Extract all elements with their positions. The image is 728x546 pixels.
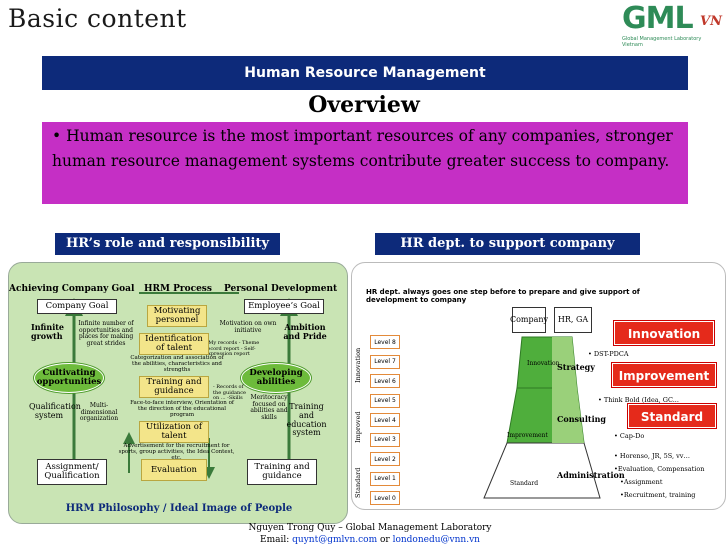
col-process-label: HRM Process (144, 284, 212, 294)
records-note: - My records - Theme record report - Sel… (205, 340, 260, 357)
categorization-note: Categorization and association of the ab… (130, 355, 224, 374)
level-item: Level 6 (370, 374, 400, 388)
improvement-label: Improvement (612, 363, 716, 387)
meritocracy-note: Meritocracy focused on abilities and ski… (250, 394, 288, 421)
footer-or: or (377, 535, 393, 545)
pyramid-improvement: Improvement (507, 432, 548, 439)
footer-email-2[interactable]: londonedu@vnn.vn (392, 535, 480, 545)
logo-text: GML (622, 1, 694, 36)
hr-ga-tab: HR, GA (554, 307, 592, 333)
overview-heading: Overview (308, 92, 420, 118)
company-goal-box: Company Goal (37, 299, 117, 314)
pyramid-standard: Standard (510, 480, 539, 487)
pyramid-administration: Administration (557, 470, 625, 480)
hrm-banner: Human Resource Management (42, 56, 688, 90)
philosophy-label: HRM Philosophy / Ideal Image of People (65, 503, 293, 514)
footer: Nguyen Trong Quy – Global Management Lab… (200, 522, 540, 546)
infinite-growth-label: Infinite growth (31, 322, 65, 341)
training-guidance-side-box: Training and guidance (247, 459, 317, 485)
hr-support-header: HR dept. to support company (375, 233, 640, 255)
bullet-eval: •Evaluation, Compensation (614, 465, 705, 473)
gml-logo: GML VN Global Management Laboratory Viet… (622, 1, 722, 49)
infinite-note: Infinite number of opportunities and pla… (78, 320, 134, 347)
support-pyramid (483, 336, 601, 499)
statement-box: • Human resource is the most important r… (42, 122, 688, 204)
bullet-recruit: •Recruitment, training (620, 491, 696, 499)
face-to-face-note: Face-to-face interview, Orientation of t… (130, 400, 234, 419)
developing-oval: Developing abilities (241, 363, 311, 393)
level-item: Level 8 (370, 335, 400, 349)
footer-email-prefix: Email: (260, 535, 293, 545)
level-item: Level 7 (370, 354, 400, 369)
standard-label: Standard (628, 404, 716, 428)
hr-role-header: HR’s role and responsibility (55, 233, 280, 255)
training-guidance-box: Training and guidance (139, 376, 209, 398)
footer-email-1[interactable]: quynt@gmlvn.com (292, 535, 378, 545)
employee-goal-box: Employee’s Goal (244, 299, 324, 314)
level-item: Level 3 (370, 432, 400, 447)
identification-box: Identification of talent (139, 333, 209, 355)
multi-org-label: Multi-dimensional organization (79, 402, 119, 423)
bullet-think: • Think Bold (Idea, GC... (598, 396, 679, 404)
level-item: Level 1 (370, 471, 400, 486)
ambition-label: Ambition and Pride (283, 322, 327, 341)
advertisement-note: Advertisement for the recruitment for sp… (118, 443, 235, 461)
pyramid-innovation: Innovation (527, 360, 560, 367)
innovation-label: Innovation (614, 321, 714, 345)
records-guidance-note: - Records of the guidance on ... -Skills (213, 384, 246, 401)
hrm-process-panel: Achieving Company Goal HRM Process Perso… (8, 262, 348, 524)
level-item: Level 0 (370, 491, 400, 505)
level-item: Level 4 (370, 413, 400, 427)
footer-author: Nguyen Trong Quy – Global Management Lab… (248, 523, 492, 533)
hr-intro-text: HR dept. always goes one step before to … (366, 288, 640, 304)
motivating-box: Motivating personnel (147, 305, 207, 327)
training-system-label: Training and education system (286, 402, 327, 438)
utilization-box: Utilization of talent (139, 421, 209, 443)
bullet-horenso: • Horenso, JR, 5S, vv… (614, 452, 690, 460)
pyramid-strategy: Strategy (557, 362, 595, 372)
company-tab: Company (510, 307, 548, 333)
logo-tagline: Global Management Laboratory Vietnam (622, 36, 702, 48)
bullet-capdo: • Cap-Do (614, 432, 645, 440)
evaluation-box: Evaluation (141, 459, 207, 481)
pyramid-consulting: Consulting (557, 414, 607, 424)
cultivating-oval: Cultivating opportunities (34, 363, 104, 393)
qualification-system-label: Qualification system (29, 402, 81, 420)
col-achieving-label: Achieving Company Goal (9, 284, 135, 294)
footer-contact: Email: quynt@gmlvn.com or londonedu@vnn.… (200, 534, 540, 546)
bullet-assign: •Assignment (620, 478, 663, 486)
logo-accent: VN (700, 14, 722, 29)
slide-title: Basic content (8, 4, 187, 33)
motivation-note: Motivation on own initiative (219, 320, 277, 334)
level-item: Level 2 (370, 452, 400, 466)
assignment-box: Assignment/ Qualification (37, 459, 107, 485)
level-item: Level 5 (370, 393, 400, 408)
bullet-dst: • DST-PDCA (588, 350, 629, 358)
col-personal-label: Personal Development (224, 284, 338, 294)
